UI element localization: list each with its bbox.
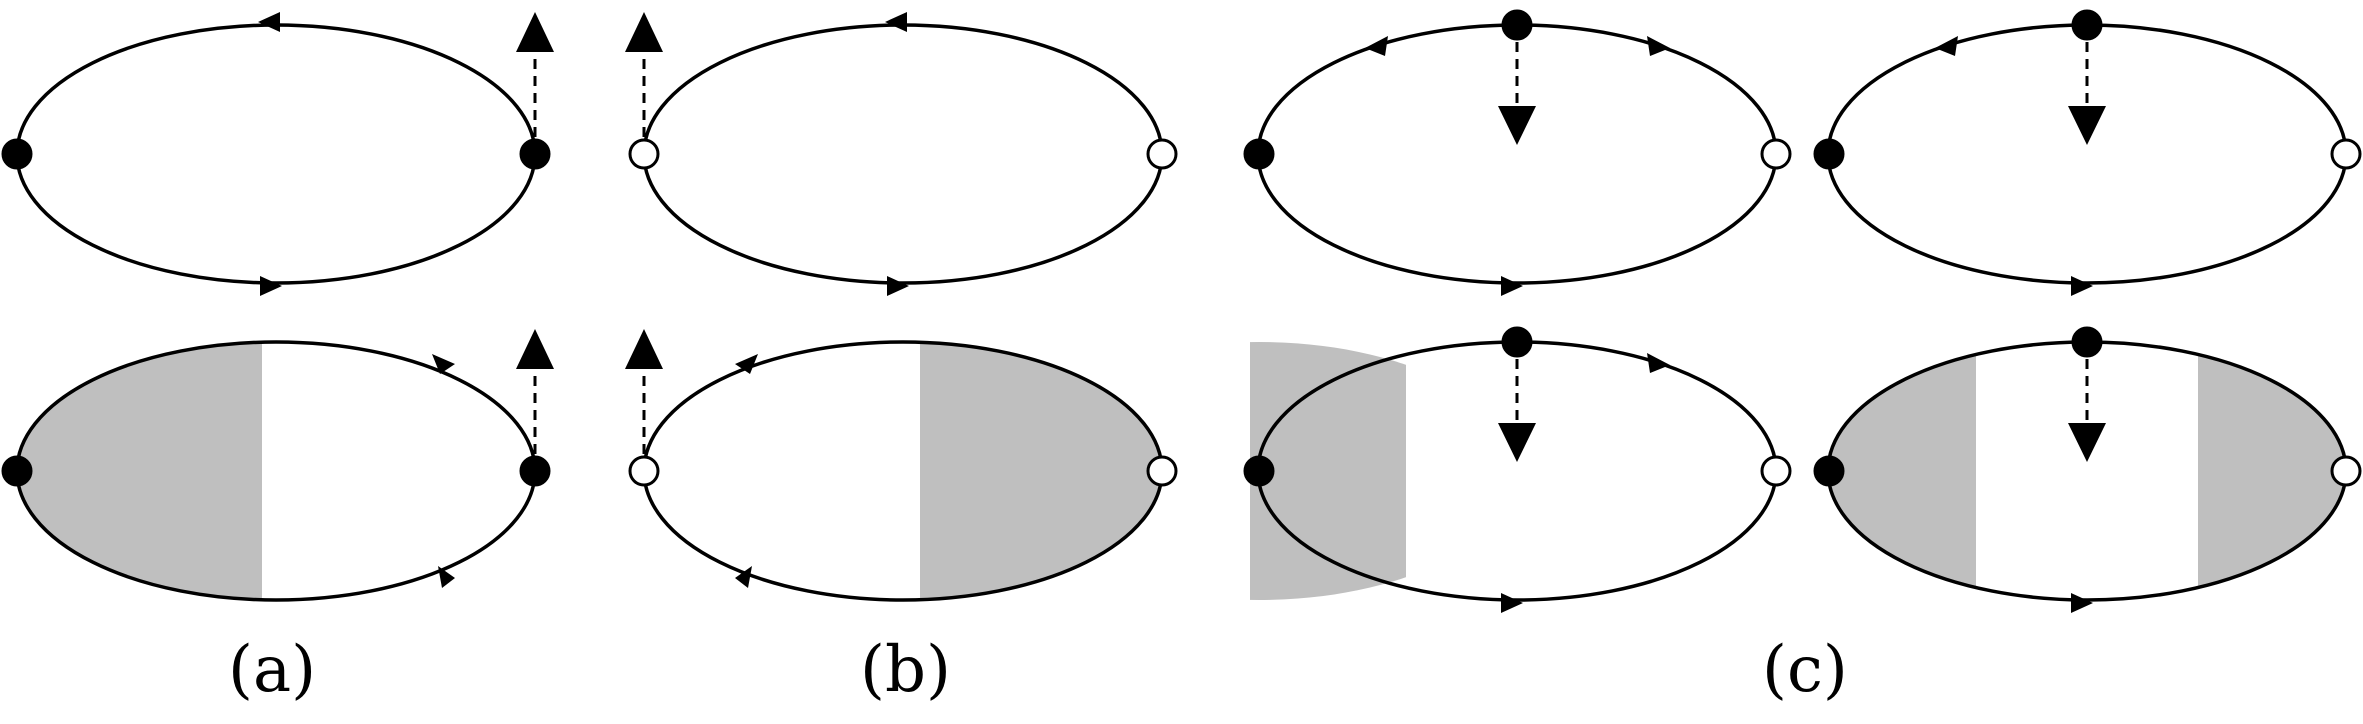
diagram-a-bottom	[1, 329, 554, 602]
diagram-c-top-left	[1243, 9, 1792, 296]
diagram-c-bottom-right	[1813, 326, 2362, 613]
diagram-c-bottom-left	[1243, 326, 1792, 613]
diagram-b-top	[625, 12, 1178, 296]
caption-c: (c)	[1762, 633, 1848, 707]
diagram-c-top-right	[1813, 9, 2362, 296]
caption-a: (a)	[228, 633, 317, 707]
diagram-a-top	[1, 12, 554, 296]
diagram-b-bottom	[625, 329, 1178, 602]
caption-b: (b)	[860, 633, 951, 707]
